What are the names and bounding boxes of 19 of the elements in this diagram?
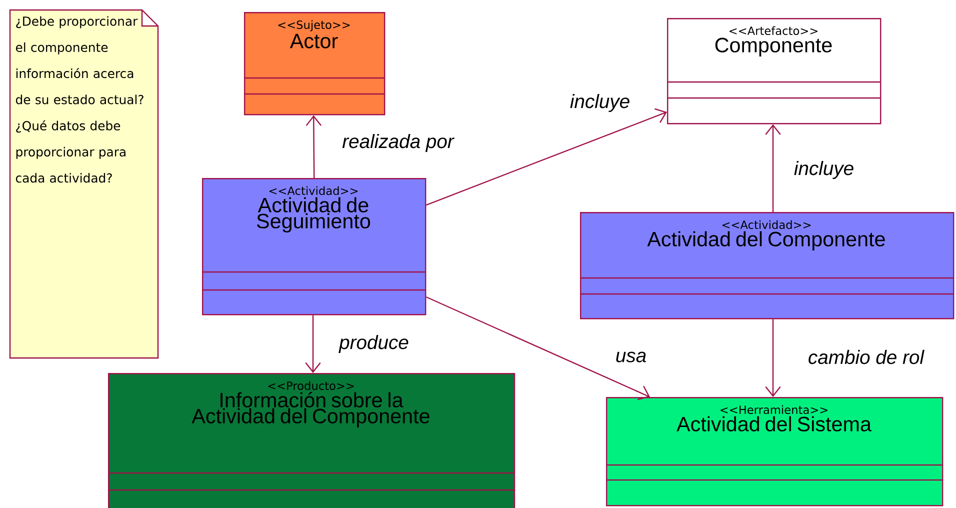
edge-label: realizada por — [340, 132, 456, 154]
arrow — [306, 115, 322, 178]
edge-label: cambio de rol — [806, 348, 926, 366]
edge-label: incluye — [792, 160, 856, 180]
edge-label: incluye — [568, 92, 632, 114]
note-box: ¿Debe proporcionar el componente información acerca de su estado actual? ¿Qué datos debe proporcionar para cada actividad? — [9, 9, 159, 359]
arrow — [305, 315, 321, 373]
arrow — [426, 108, 667, 206]
class-box: <<Herramienta>> Actividad del Sistema — [605, 397, 944, 506]
edge-label: produce — [338, 334, 410, 354]
class-box: <<Sujeto>> Actor — [243, 12, 386, 116]
edge-label: usa — [614, 350, 648, 364]
class-box: <<Artefacto>> Componente — [666, 18, 882, 124]
class-box: <<Actividad>> Actividad de Seguimiento — [201, 178, 426, 316]
arrow — [426, 296, 650, 400]
arrow — [765, 319, 781, 397]
arrow — [765, 124, 781, 212]
class-box: <<Actividad>> Actividad del Componente — [579, 212, 954, 320]
class-box: <<Producto>> Información sobre la Actividad del Componente — [107, 373, 516, 508]
